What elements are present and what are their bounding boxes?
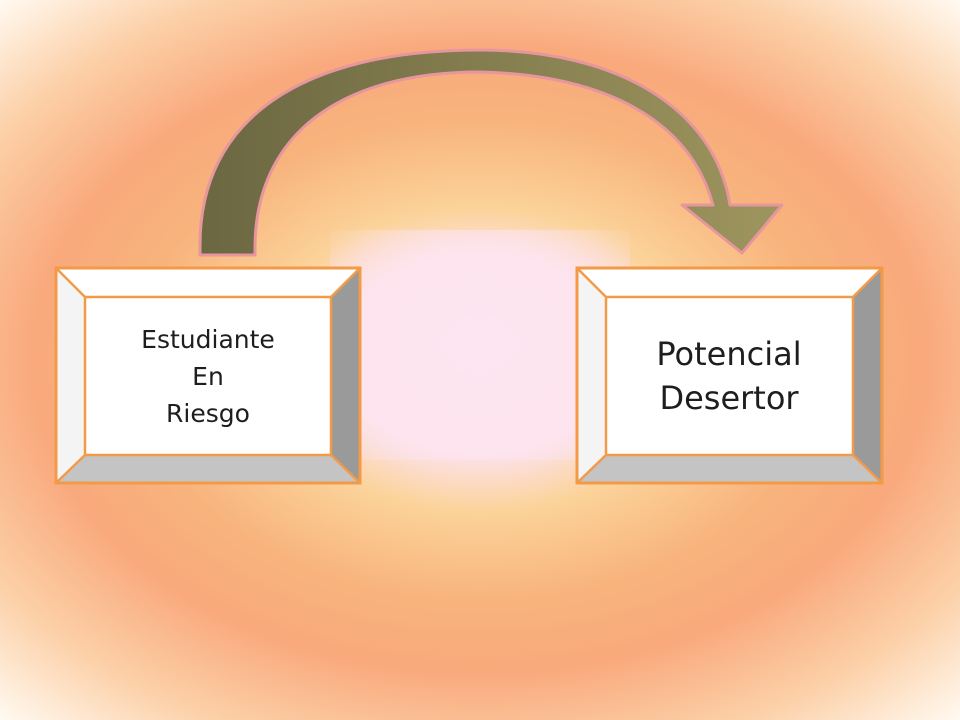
right-box-line-1: Potencial — [656, 335, 802, 373]
left-box-line-1: Estudiante — [141, 324, 275, 354]
left-box-label: Estudiante En Riesgo — [85, 297, 331, 455]
box-potencial-desertor — [575, 266, 884, 485]
left-box-line-3: Riesgo — [166, 398, 250, 428]
right-box-line-2: Desertor — [659, 379, 799, 417]
right-box-label: Potencial Desertor — [606, 297, 852, 455]
curved-arrow — [198, 48, 784, 257]
box-estudiante-en-riesgo — [54, 266, 362, 485]
left-box-line-2: En — [192, 361, 224, 391]
